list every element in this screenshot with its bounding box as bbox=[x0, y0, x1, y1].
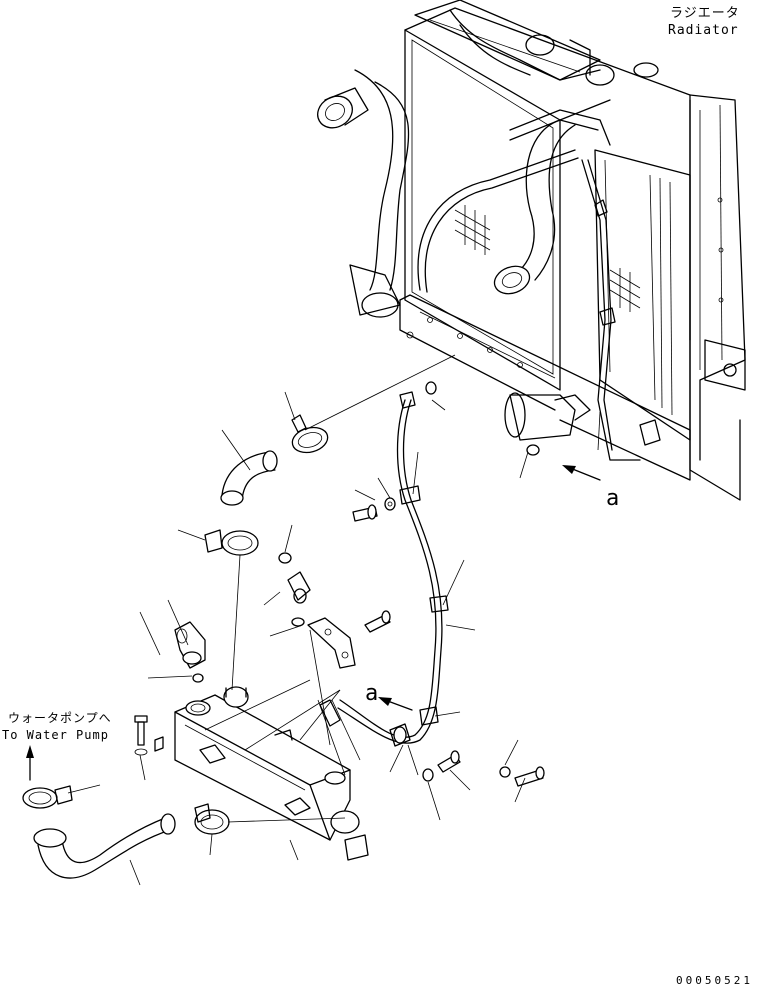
water-pump-label-jp: ウォータポンプへ bbox=[8, 711, 112, 725]
bolt-washer-set-left bbox=[352, 497, 396, 522]
mounting-bracket bbox=[307, 610, 391, 669]
water-pump-arrow bbox=[26, 745, 34, 781]
water-pump-hose bbox=[33, 813, 176, 879]
hose-clamp-lower-left bbox=[22, 785, 73, 809]
bolt-tank-left bbox=[134, 715, 164, 756]
view-a-label-lower: a bbox=[365, 681, 379, 706]
bolt-set-lower-right bbox=[422, 750, 545, 787]
view-arrow-lower bbox=[378, 697, 413, 711]
radiator-label-jp: ラジエータ bbox=[670, 6, 740, 21]
view-a-label-upper: a bbox=[606, 486, 620, 511]
drawing-code: 00050521 bbox=[676, 974, 753, 987]
elbow-hose bbox=[220, 450, 278, 506]
view-arrow-upper bbox=[562, 465, 601, 481]
water-pump-label-en: To Water Pump bbox=[2, 728, 109, 742]
radiator-assembly bbox=[317, 0, 746, 501]
radiator-label-en: Radiator bbox=[668, 23, 739, 38]
hose-clamp-upper bbox=[291, 414, 329, 454]
plug-small bbox=[192, 444, 540, 683]
drain-hose bbox=[319, 381, 449, 747]
elbow-fitting bbox=[174, 621, 206, 669]
hose-clamp-tank bbox=[204, 529, 259, 556]
plug-fitting bbox=[278, 552, 311, 604]
hose-clamp-lower-centre bbox=[194, 803, 230, 835]
reserve-tank bbox=[174, 686, 369, 861]
